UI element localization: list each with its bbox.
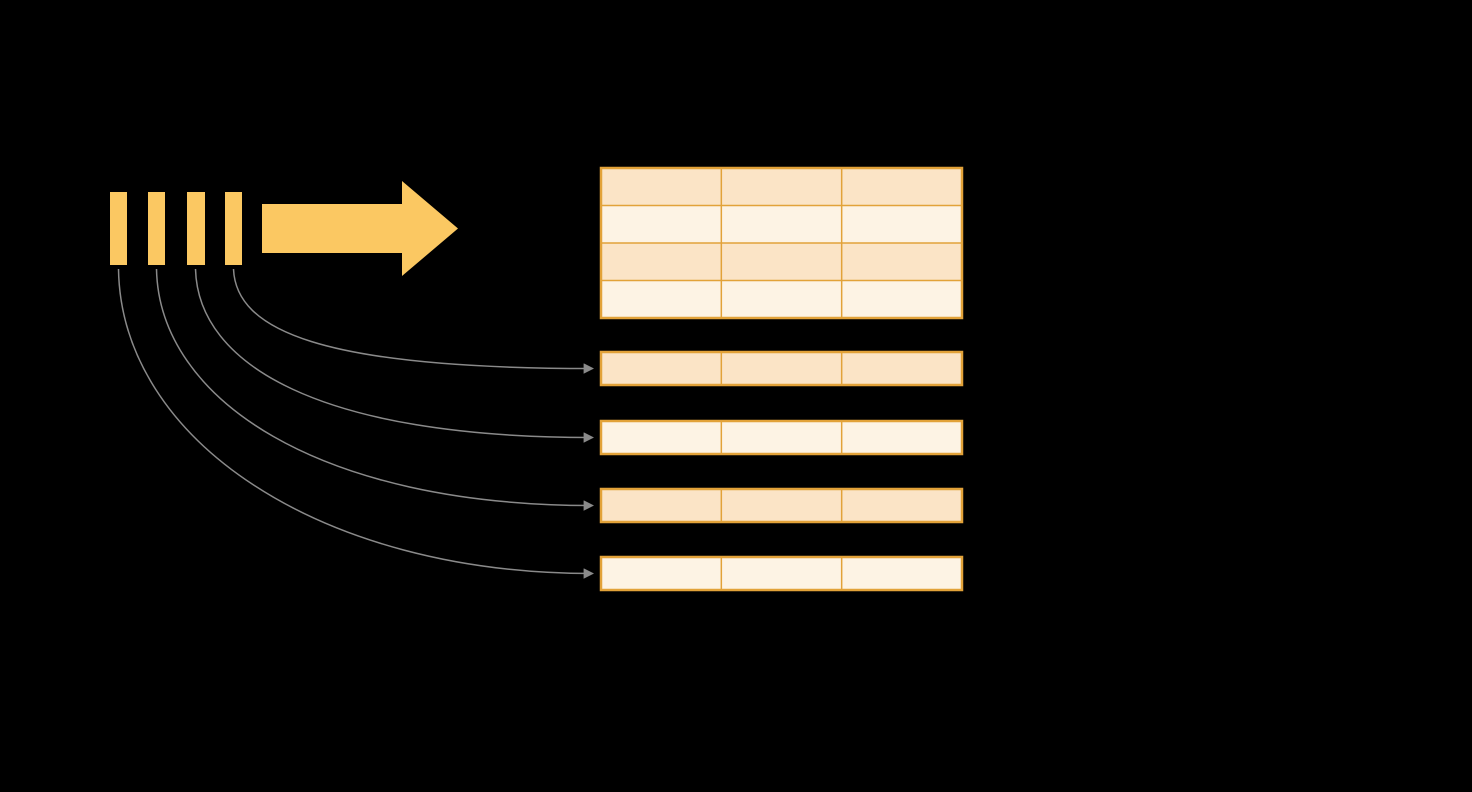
connector-3: [155, 268, 595, 511]
main-table-border: [599, 166, 964, 320]
main-table: [599, 166, 964, 320]
flow-arrow-icon: [262, 181, 458, 276]
row-table-1: [599, 350, 964, 387]
row-table-3-border: [599, 487, 964, 524]
record-bar-2: [148, 192, 165, 265]
main-table-row-1: [601, 168, 962, 206]
connector-4: [117, 268, 595, 579]
main-table-row-2: [601, 205, 962, 243]
row-table-4-border: [599, 555, 964, 592]
record-stream: [110, 192, 242, 265]
row-table-4: [599, 555, 964, 592]
record-bar-4: [225, 192, 242, 265]
main-table-row-3: [601, 243, 962, 281]
row-table-3-row: [601, 489, 962, 522]
row-table-1-row: [601, 352, 962, 385]
main-table-row-4: [601, 280, 962, 318]
row-table-2-border: [599, 419, 964, 456]
connectors: [117, 268, 595, 579]
row-table-2: [599, 419, 964, 456]
row-table-3: [599, 487, 964, 524]
row-table-2-row: [601, 421, 962, 454]
row-table-4-row: [601, 557, 962, 590]
row-table-1-border: [599, 350, 964, 387]
record-bar-3: [187, 192, 205, 265]
connector-1: [232, 268, 595, 374]
connector-2: [194, 268, 595, 443]
record-bar-1: [110, 192, 127, 265]
